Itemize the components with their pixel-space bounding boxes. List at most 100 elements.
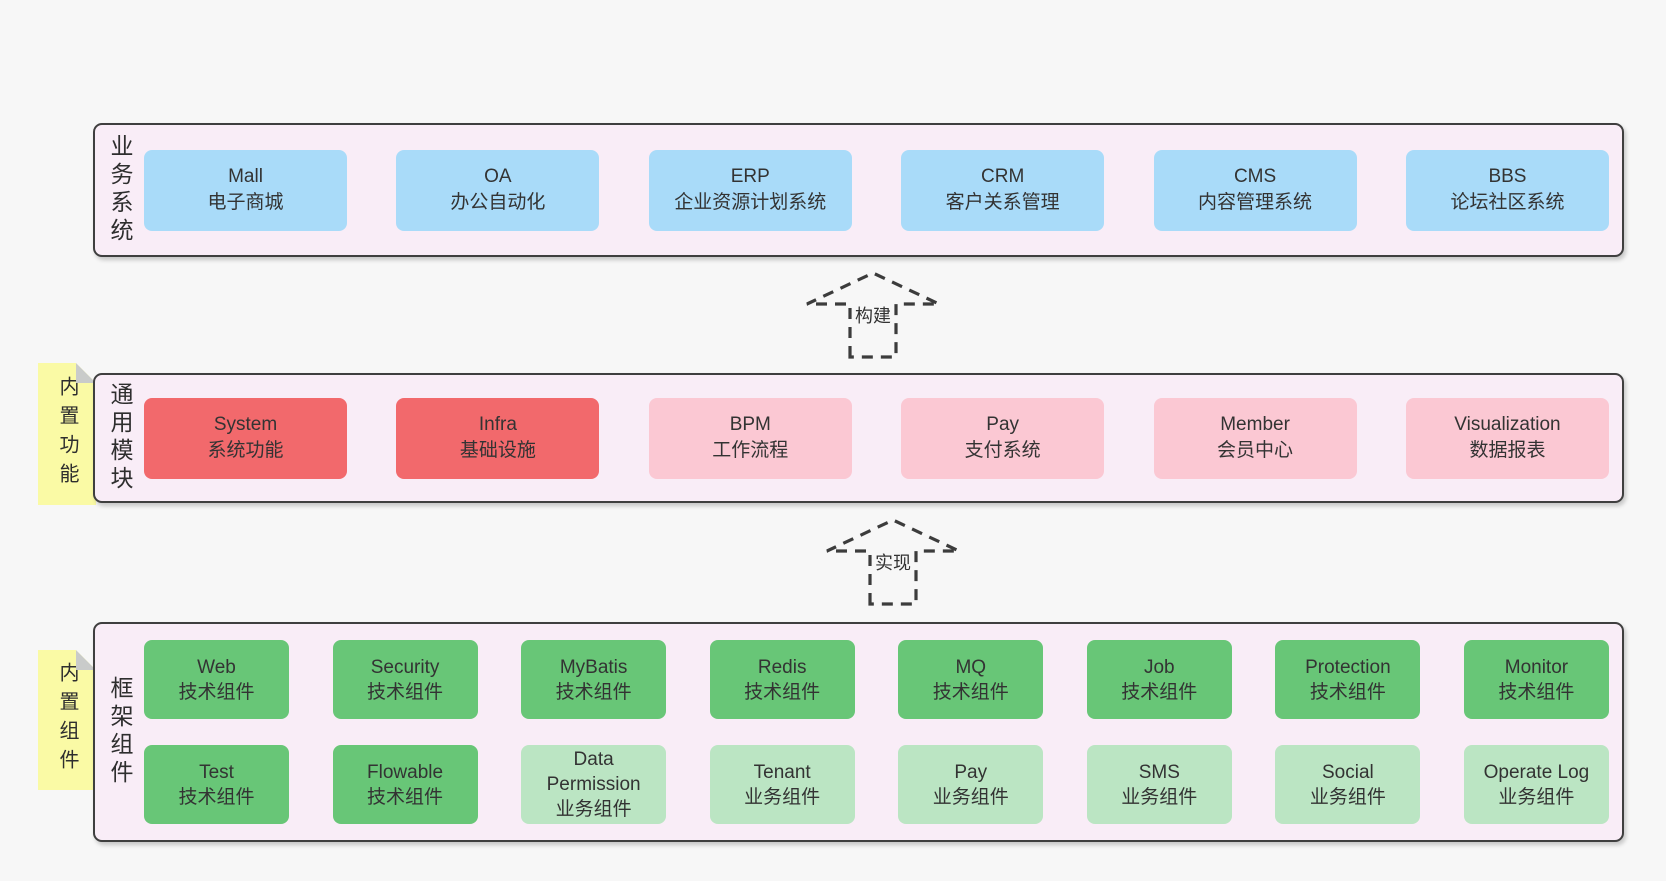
box-desc: 技术组件 (367, 786, 444, 808)
box-desc: 技术组件 (178, 786, 255, 808)
business-row: Mall 电子商城 OA 办公自动化 ERP 企业资源计划系统 CRM 客户关系… (144, 149, 1609, 231)
box-member: Member 会员中心 (1153, 397, 1357, 479)
band-rows: System 系统功能 Infra 基础设施 BPM 工作流程 Pay 支付系统… (144, 375, 1622, 501)
box-name: Social (1322, 761, 1374, 783)
sticky-note-built-in-features: 内置功能 (38, 363, 96, 505)
box-name: Operate Log (1483, 761, 1590, 783)
box-crm: CRM 客户关系管理 (901, 149, 1105, 231)
arrow-build: 构建 (805, 271, 941, 359)
box-name: Redis (757, 656, 807, 678)
box-name: Job (1143, 656, 1175, 678)
box-name: SMS (1138, 761, 1180, 783)
band-business-systems: 业务系统 Mall 电子商城 OA 办公自动化 ERP 企业资源计划系统 CRM… (93, 123, 1624, 257)
box-desc: 业务组件 (932, 786, 1009, 808)
box-cms: CMS 内容管理系统 (1153, 149, 1357, 231)
box-job: Job 技术组件 (1086, 640, 1232, 719)
box-name: Visualization (1454, 414, 1561, 435)
box-desc: 技术组件 (367, 681, 444, 703)
box-desc: 工作流程 (712, 440, 789, 461)
box-mybatis: MyBatis 技术组件 (521, 640, 667, 719)
box-desc: 业务组件 (555, 799, 632, 820)
box-protection: Protection 技术组件 (1275, 640, 1421, 719)
band-rows: Mall 电子商城 OA 办公自动化 ERP 企业资源计划系统 CRM 客户关系… (144, 125, 1622, 255)
box-name: Data Permission (546, 749, 641, 795)
box-name: Mall (228, 166, 263, 187)
band-common-modules: 通用模块 System 系统功能 Infra 基础设施 BPM 工作流程 Pay… (93, 373, 1624, 503)
box-mq: MQ 技术组件 (898, 640, 1044, 719)
box-desc: 电子商城 (207, 192, 284, 213)
box-desc: 技术组件 (178, 681, 255, 703)
box-web: Web 技术组件 (144, 640, 289, 719)
box-desc: 基础设施 (459, 440, 536, 461)
box-sms: SMS 业务组件 (1086, 745, 1232, 824)
arrow-build-label: 构建 (855, 306, 891, 326)
box-name: CMS (1233, 166, 1277, 187)
box-desc: 技术组件 (1498, 681, 1575, 703)
box-name: MyBatis (559, 656, 628, 678)
box-oa: OA 办公自动化 (396, 149, 600, 231)
box-bbs: BBS 论坛社区系统 (1405, 149, 1609, 231)
sticky-note-built-in-components: 内置组件 (38, 650, 96, 790)
box-flowable: Flowable 技术组件 (332, 745, 478, 824)
box-name: CRM (981, 166, 1025, 187)
box-name: Monitor (1504, 656, 1569, 678)
box-desc: 技术组件 (1309, 681, 1386, 703)
box-desc: 技术组件 (555, 681, 632, 703)
band-framework-components: 框架组件 Web 技术组件 Security 技术组件 MyBatis 技术组件… (93, 622, 1624, 842)
box-name: Web (197, 656, 236, 678)
box-name: Member (1220, 414, 1290, 435)
box-monitor: Monitor 技术组件 (1463, 640, 1609, 719)
box-desc: 办公自动化 (450, 192, 546, 213)
box-infra: Infra 基础设施 (396, 397, 600, 479)
sticky-note-label: 内置功能 (56, 376, 78, 492)
box-name: MQ (955, 656, 987, 678)
box-social: Social 业务组件 (1275, 745, 1421, 824)
box-desc: 企业资源计划系统 (674, 192, 827, 213)
box-name: System (213, 414, 278, 435)
box-system: System 系统功能 (144, 397, 347, 479)
arrow-implement-label: 实现 (875, 553, 911, 573)
box-desc: 技术组件 (744, 681, 821, 703)
box-desc: 论坛社区系统 (1450, 192, 1565, 213)
sticky-note-label: 内置组件 (56, 662, 78, 778)
box-mall: Mall 电子商城 (144, 149, 347, 231)
band-label: 通用模块 (107, 382, 133, 494)
box-name: BPM (729, 414, 771, 435)
box-test: Test 技术组件 (144, 745, 289, 824)
box-desc: 系统功能 (207, 440, 284, 461)
box-desc: 会员中心 (1217, 440, 1294, 461)
box-pay-module: Pay 支付系统 (901, 397, 1105, 479)
box-desc: 业务组件 (1309, 786, 1386, 808)
box-name: Infra (478, 414, 517, 435)
box-name: Flowable (367, 761, 444, 783)
box-name: Protection (1305, 656, 1391, 678)
box-data-permission: Data Permission 业务组件 (521, 745, 667, 824)
box-erp: ERP 企业资源计划系统 (648, 149, 852, 231)
band-label: 业务系统 (107, 134, 133, 246)
box-desc: 数据报表 (1469, 440, 1546, 461)
box-name: Security (370, 656, 440, 678)
box-visualization: Visualization 数据报表 (1405, 397, 1609, 479)
box-name: Pay (986, 414, 1020, 435)
box-name: BBS (1488, 166, 1527, 187)
components-row-2: Test 技术组件 Flowable 技术组件 Data Permission … (144, 745, 1609, 824)
box-desc: 技术组件 (932, 681, 1009, 703)
box-security: Security 技术组件 (332, 640, 478, 719)
box-name: Tenant (753, 761, 811, 783)
box-pay-component: Pay 业务组件 (898, 745, 1044, 824)
block-arrow-up-icon (826, 518, 960, 606)
box-name: Pay (954, 761, 988, 783)
box-desc: 客户关系管理 (945, 192, 1060, 213)
components-row-1: Web 技术组件 Security 技术组件 MyBatis 技术组件 Redi… (144, 640, 1609, 719)
band-label: 框架组件 (107, 676, 133, 788)
box-desc: 业务组件 (1498, 786, 1575, 808)
box-desc: 业务组件 (1121, 786, 1198, 808)
box-desc: 内容管理系统 (1198, 192, 1313, 213)
band-rows: Web 技术组件 Security 技术组件 MyBatis 技术组件 Redi… (144, 624, 1622, 840)
box-bpm: BPM 工作流程 (648, 397, 852, 479)
box-name: Test (199, 761, 234, 783)
box-operate-log: Operate Log 业务组件 (1463, 745, 1609, 824)
block-arrow-up-icon (806, 271, 940, 359)
modules-row: System 系统功能 Infra 基础设施 BPM 工作流程 Pay 支付系统… (144, 397, 1609, 479)
box-name: ERP (730, 166, 770, 187)
